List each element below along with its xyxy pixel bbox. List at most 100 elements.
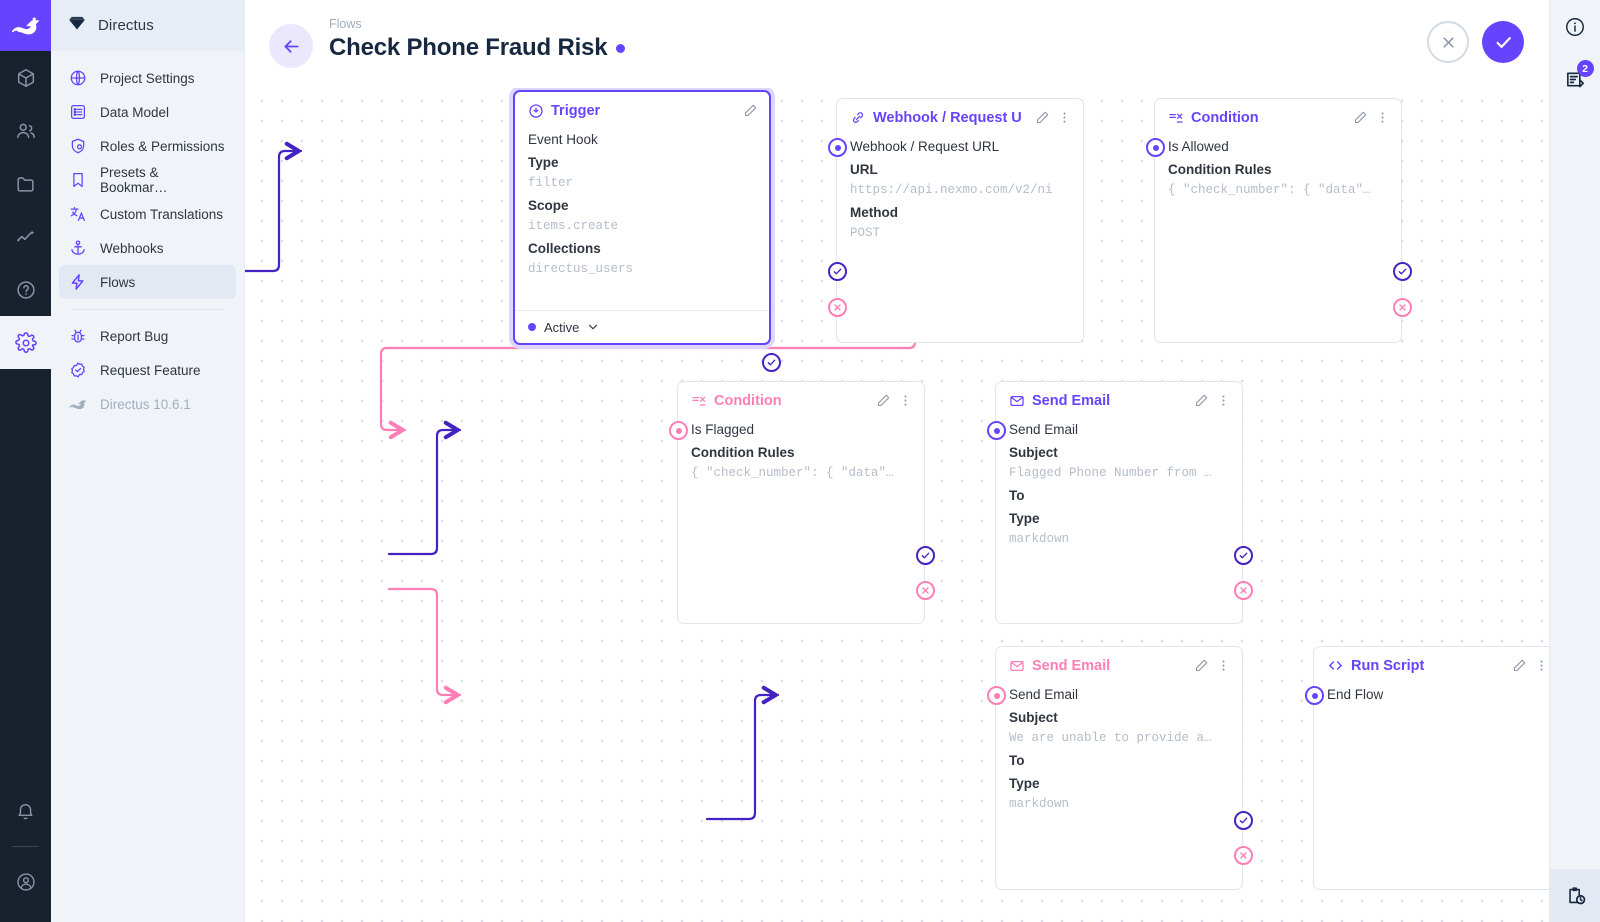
- logs-icon[interactable]: [1550, 869, 1600, 922]
- back-button[interactable]: [269, 24, 313, 68]
- node-type-label: Webhook / Request U: [873, 109, 1022, 126]
- port-resolve[interactable]: [1234, 811, 1253, 830]
- version-label-row: Directus 10.6.1: [59, 387, 236, 421]
- field-key: Condition Rules: [1168, 162, 1272, 177]
- more-options-icon[interactable]: [898, 393, 913, 408]
- shield-icon: [68, 136, 88, 156]
- port-resolve[interactable]: [1234, 546, 1253, 565]
- edit-icon[interactable]: [1353, 110, 1368, 125]
- breadcrumb[interactable]: Flows: [329, 17, 362, 31]
- info-icon[interactable]: [1550, 0, 1600, 53]
- port-input[interactable]: [987, 421, 1006, 440]
- node-header: Send Email: [996, 382, 1242, 419]
- edit-icon[interactable]: [1194, 393, 1209, 408]
- directus-logo[interactable]: [0, 0, 51, 51]
- sidebar-item-webhooks[interactable]: Webhooks: [59, 231, 236, 265]
- settings-icon[interactable]: [0, 316, 51, 369]
- port-input[interactable]: [669, 421, 688, 440]
- globe-icon: [68, 68, 88, 88]
- help-icon[interactable]: [0, 263, 51, 316]
- files-icon[interactable]: [0, 157, 51, 210]
- sidebar-item-custom-translations[interactable]: Custom Translations: [59, 197, 236, 231]
- revisions-icon[interactable]: 2: [1550, 53, 1600, 106]
- more-options-icon[interactable]: [1057, 110, 1072, 125]
- trigger-status-row[interactable]: Active: [515, 310, 769, 343]
- port-input[interactable]: [987, 686, 1006, 705]
- more-options-icon[interactable]: [1216, 658, 1231, 673]
- more-options-icon[interactable]: [1375, 110, 1390, 125]
- node-name-label: Is Flagged: [691, 422, 755, 437]
- field-value: markdown: [1009, 532, 1070, 546]
- flow-node-send-email-unable[interactable]: Send Email Send Email Subject We are una…: [987, 646, 1253, 890]
- port-resolve[interactable]: [828, 262, 847, 281]
- field-value: { "check_number": { "data"…: [1168, 183, 1371, 197]
- chevron-down-icon[interactable]: [587, 321, 599, 333]
- insights-icon[interactable]: [0, 210, 51, 263]
- port-input[interactable]: [1146, 138, 1165, 157]
- save-button[interactable]: [1482, 21, 1524, 63]
- field-value: filter: [528, 176, 574, 190]
- node-body: Is Allowed Condition Rules { "check_numb…: [1155, 136, 1401, 210]
- badge-check-icon: [68, 360, 88, 380]
- sidebar-item-report-bug[interactable]: Report Bug: [59, 319, 236, 353]
- flow-node-webhook[interactable]: Webhook / Request U Webhook / Request UR…: [828, 98, 1084, 343]
- port-reject[interactable]: [916, 581, 935, 600]
- sidebar-item-presets-bookmarks[interactable]: Presets & Bookmar…: [59, 163, 236, 197]
- edit-icon[interactable]: [743, 103, 758, 118]
- bolt-icon: [68, 272, 88, 292]
- port-resolve[interactable]: [762, 353, 781, 372]
- node-body: Webhook / Request URL URL https://api.ne…: [837, 136, 1083, 253]
- port-resolve[interactable]: [1393, 262, 1412, 281]
- users-icon[interactable]: [0, 104, 51, 157]
- sidebar-item-label: Report Bug: [100, 328, 169, 344]
- edit-icon[interactable]: [1512, 658, 1527, 673]
- port-input[interactable]: [1305, 686, 1324, 705]
- field-value: We are unable to provide a…: [1009, 731, 1212, 745]
- sidebar-item-request-feature[interactable]: Request Feature: [59, 353, 236, 387]
- content-icon[interactable]: [0, 51, 51, 104]
- port-reject[interactable]: [828, 298, 847, 317]
- trigger-icon: [528, 103, 544, 119]
- sidebar-item-label: Flows: [100, 274, 136, 290]
- condition-icon: [691, 393, 707, 409]
- cancel-button[interactable]: [1427, 21, 1469, 63]
- right-sidebar: 2: [1549, 0, 1600, 922]
- flow-node-send-email-flagged[interactable]: Send Email Send Email Subject Flagged Ph…: [987, 381, 1253, 624]
- sidebar-item-label: Custom Translations: [100, 206, 224, 222]
- sidebar-item-roles-permissions[interactable]: Roles & Permissions: [59, 129, 236, 163]
- sidebar-header: Directus: [51, 0, 244, 51]
- edit-icon[interactable]: [876, 393, 891, 408]
- field-value: directus_users: [528, 262, 634, 276]
- account-icon[interactable]: [0, 855, 51, 908]
- port-reject[interactable]: [1234, 581, 1253, 600]
- sidebar-item-label: Roles & Permissions: [100, 138, 225, 154]
- port-input[interactable]: [828, 138, 847, 157]
- rail-icon-list: [0, 51, 51, 369]
- more-options-icon[interactable]: [1534, 658, 1549, 673]
- field-key: Type: [528, 155, 559, 170]
- flow-node-condition-is-allowed[interactable]: Condition Is Allowed Condition Rules { "…: [1146, 98, 1412, 343]
- list-box-icon: [68, 102, 88, 122]
- flow-node-trigger[interactable]: Trigger Event Hook Type filter Scope ite…: [513, 90, 781, 372]
- edit-icon[interactable]: [1194, 658, 1209, 673]
- sidebar-item-label: Project Settings: [100, 70, 195, 86]
- port-resolve[interactable]: [916, 546, 935, 565]
- node-header: Condition: [1155, 99, 1401, 136]
- port-reject[interactable]: [1393, 298, 1412, 317]
- flow-node-condition-is-flagged[interactable]: Condition Is Flagged Condition Rules { "…: [669, 381, 935, 624]
- node-type-label: Send Email: [1032, 657, 1111, 674]
- field-value: https://api.nexmo.com/v2/ni: [850, 183, 1053, 197]
- node-body: Send Email Subject Flagged Phone Number …: [996, 419, 1242, 559]
- sidebar-item-flows[interactable]: Flows: [59, 265, 236, 299]
- port-reject[interactable]: [1234, 846, 1253, 865]
- more-options-icon[interactable]: [1216, 393, 1231, 408]
- notifications-icon[interactable]: [0, 785, 51, 838]
- condition-icon: [1168, 110, 1184, 126]
- edit-icon[interactable]: [1035, 110, 1050, 125]
- flow-node-run-script[interactable]: Run Script End Flow: [1305, 646, 1549, 890]
- mail-icon: [1009, 658, 1025, 674]
- rail-bottom-actions: [0, 785, 51, 922]
- node-header: Webhook / Request U: [837, 99, 1083, 136]
- sidebar-item-data-model[interactable]: Data Model: [59, 95, 236, 129]
- sidebar-item-project-settings[interactable]: Project Settings: [59, 61, 236, 95]
